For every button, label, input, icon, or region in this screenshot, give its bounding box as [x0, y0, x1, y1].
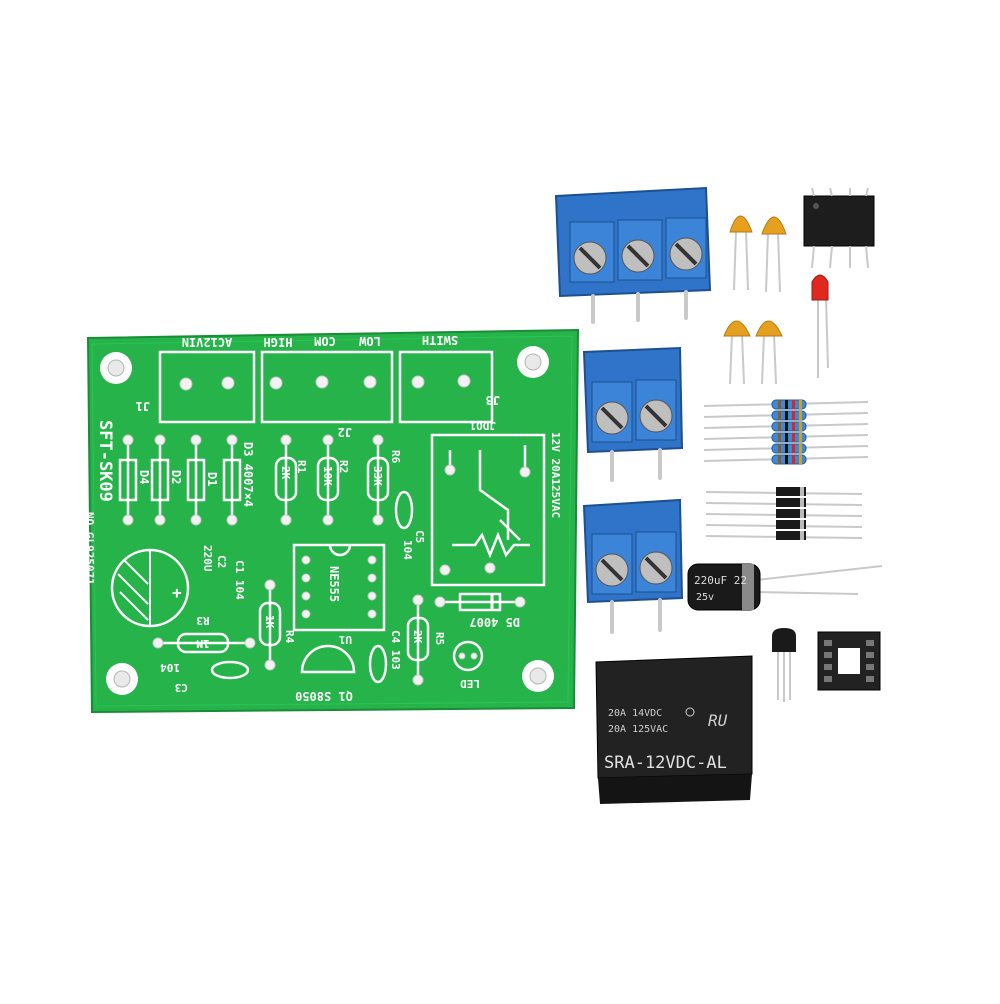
label-r1: R1: [295, 460, 308, 474]
label-acin: AC12VIN: [182, 335, 233, 349]
board-serial: NO.GL925071: [83, 512, 96, 585]
label-d2: D2: [169, 470, 183, 484]
label-switch: SWITH: [422, 333, 458, 347]
mount-hole-tr: [517, 346, 549, 378]
label-d1: D1: [205, 472, 219, 486]
r4-footprint: [258, 579, 282, 671]
label-r6: R6: [389, 450, 402, 464]
diode: [705, 531, 863, 540]
label-q1: Q1 S8050: [295, 689, 353, 703]
mount-hole-bl: [106, 663, 138, 695]
ceramic-capacitors: [723, 215, 787, 385]
label-u1: U1: [338, 633, 352, 646]
mount-hole-tl: [100, 352, 132, 384]
label-high: HIGH: [264, 335, 293, 349]
r3-footprint: [152, 632, 256, 654]
label-d5: D5 4007: [469, 615, 520, 629]
label-j1: J1: [136, 399, 150, 413]
relay-rating: 12V 20A125VAC: [549, 432, 562, 518]
resistor: [703, 399, 869, 410]
ic-footprint: [292, 543, 386, 632]
label-com: COM: [314, 334, 336, 348]
d5-footprint: [434, 592, 526, 612]
label-c5: C5: [413, 530, 426, 543]
label-c4: C4 103: [389, 630, 402, 670]
resistor: [703, 410, 869, 421]
r3-value: 1M: [196, 637, 210, 650]
c5-footprint: [394, 490, 414, 530]
label-r3: R3: [196, 614, 209, 627]
r2-value: 10K: [321, 466, 334, 486]
label-c1: C1 104: [233, 560, 246, 600]
c3-footprint: [210, 660, 250, 680]
j2-outline: [260, 350, 394, 424]
r6-value: 33K: [371, 466, 384, 486]
resistor: [703, 421, 869, 432]
relay-model: SRA-12VDC-AL: [604, 753, 727, 773]
terminal-block-3pin: [554, 186, 712, 324]
diode: [705, 487, 863, 496]
red-led: [811, 274, 829, 378]
resistor: [703, 443, 869, 454]
resistor: [703, 432, 869, 443]
label-c3: C3: [175, 681, 188, 694]
label-jdq1: JDQ1: [469, 419, 496, 432]
ic-socket: [817, 631, 881, 691]
diode: [705, 520, 863, 529]
resistor-strip: [703, 399, 869, 465]
mount-hole-br: [522, 660, 554, 692]
j1-outline: [158, 350, 256, 424]
pcb-board: AC12VIN LOW COM HIGH SWITH J1 J2 J3 SFT-…: [83, 328, 580, 714]
label-r4: R4: [283, 630, 296, 644]
r1-value: 2K: [279, 466, 292, 480]
diode: [705, 498, 863, 507]
board-name: SFT-SK09: [95, 420, 115, 502]
cap-voltage: 25v: [696, 592, 714, 603]
terminal-block-2pin-upper: [582, 346, 684, 482]
label-led: LED: [460, 677, 480, 690]
resistor-footprints-top: [274, 434, 390, 526]
label-d4: D4: [137, 470, 151, 484]
dip8-chip: [803, 187, 875, 269]
led-footprint: [452, 640, 484, 672]
relay-footprint: [430, 433, 546, 587]
terminal-block-2pin-lower: [582, 498, 684, 634]
label-r5: R5: [433, 632, 446, 645]
q1-footprint: [300, 644, 356, 674]
c5-value: 104: [401, 540, 414, 560]
diode-strip: [705, 487, 863, 540]
relay-rating-2: 20A 125VAC: [608, 724, 668, 735]
r4-value: 1K: [263, 615, 276, 629]
r5-value: 2K: [411, 630, 424, 644]
relay-rating-1: 20A 14VDC: [608, 708, 662, 719]
c2-plus: +: [172, 583, 182, 602]
label-j2: J2: [338, 425, 352, 439]
cap-value: 220uF 22: [694, 574, 747, 587]
electrolytic-capacitor: 220uF 22 25v: [687, 563, 883, 611]
label-j3: J3: [486, 393, 500, 407]
c2-footprint: [110, 548, 190, 628]
label-r2: R2: [337, 460, 350, 473]
label-c2: C2: [215, 555, 228, 568]
relay: 20A 14VDC 20A 125VAC RU SRA-12VDC-AL: [595, 655, 753, 804]
c2-value: 220U: [201, 545, 214, 572]
label-low: LOW: [358, 334, 380, 348]
c4-footprint: [368, 644, 388, 684]
diode-footprints: [118, 434, 242, 526]
j3-outline: [398, 350, 494, 424]
r5-footprint: [406, 594, 430, 686]
diode: [705, 509, 863, 518]
c3-value: 104: [160, 661, 180, 674]
ic-name: NE555: [327, 566, 341, 602]
relay-ul-mark: RU: [708, 711, 728, 730]
transistor: [772, 628, 796, 702]
label-d3: D3 4007×4: [241, 442, 255, 507]
resistor: [703, 454, 869, 465]
